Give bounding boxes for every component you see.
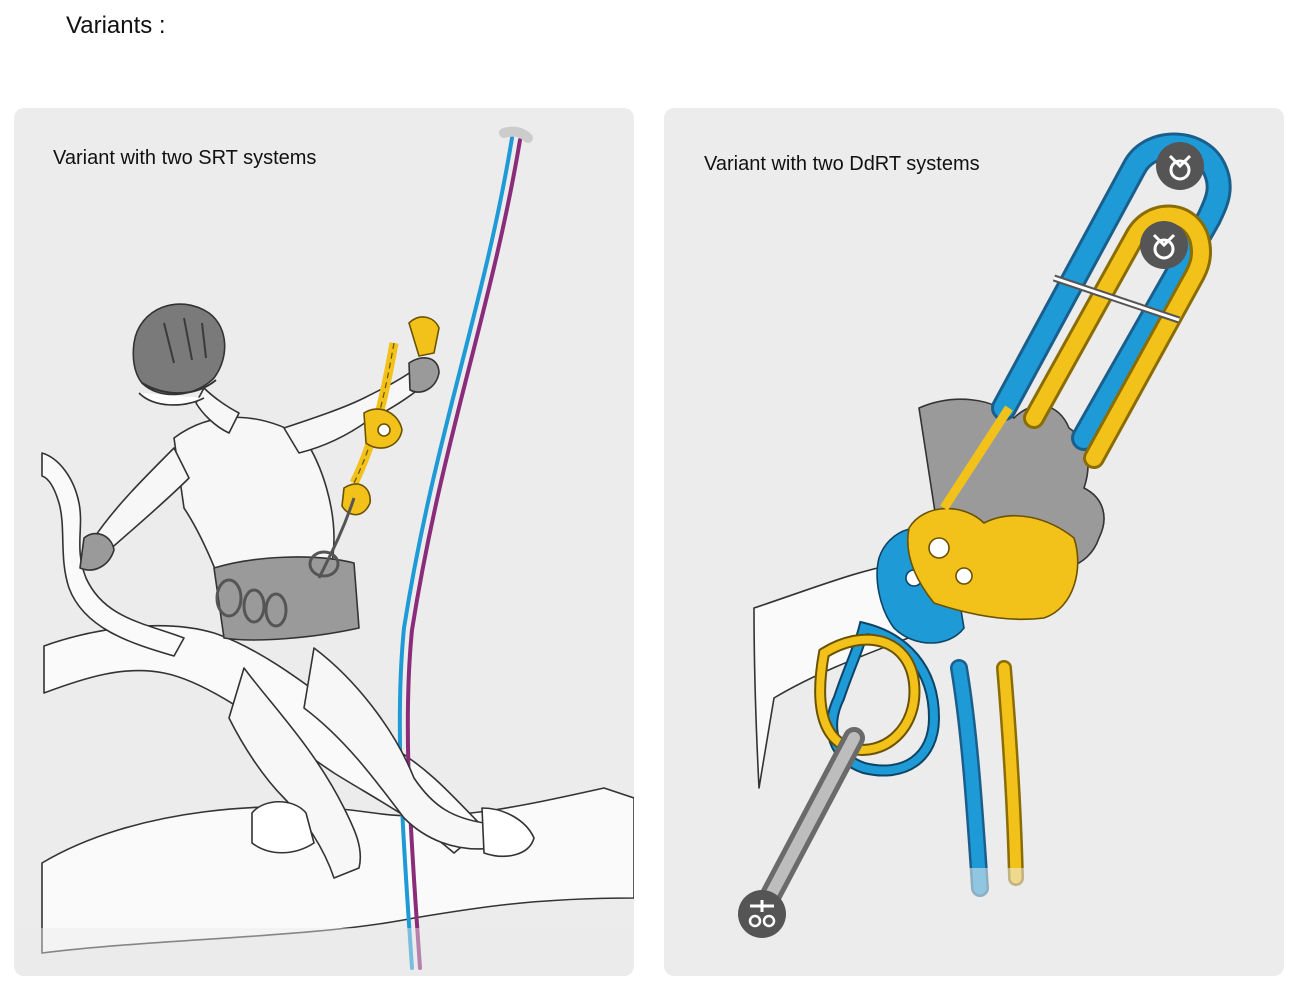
anchor-pictogram-icon — [1140, 221, 1188, 269]
variant-ddrt-panel: Variant with two DdRT systems — [664, 108, 1284, 976]
srt-ropes — [397, 126, 533, 970]
srt-lanyard — [317, 497, 356, 579]
anchor-pictogram-icon — [1156, 142, 1204, 190]
srt-yellow-device — [341, 316, 440, 516]
ddrt-illustration — [738, 132, 1232, 938]
variant-srt-panel: Variant with two SRT systems — [14, 108, 634, 976]
variant-ddrt-caption: Variant with two DdRT systems — [704, 153, 980, 175]
panel-bottom-fade — [14, 928, 634, 976]
ddrt-yellow-device — [906, 405, 1079, 621]
panel-bottom-fade — [934, 868, 1054, 928]
harness-pictogram-icon — [738, 890, 786, 938]
ddrt-blue-rope — [950, 132, 1232, 897]
ddrt-yellow-rope — [996, 204, 1212, 886]
srt-illustration — [14, 126, 634, 976]
ddrt-carabiners — [814, 620, 941, 777]
page-heading: Variants : — [66, 12, 166, 39]
climber-figure — [79, 303, 535, 879]
variant-srt-caption: Variant with two SRT systems — [53, 147, 317, 169]
